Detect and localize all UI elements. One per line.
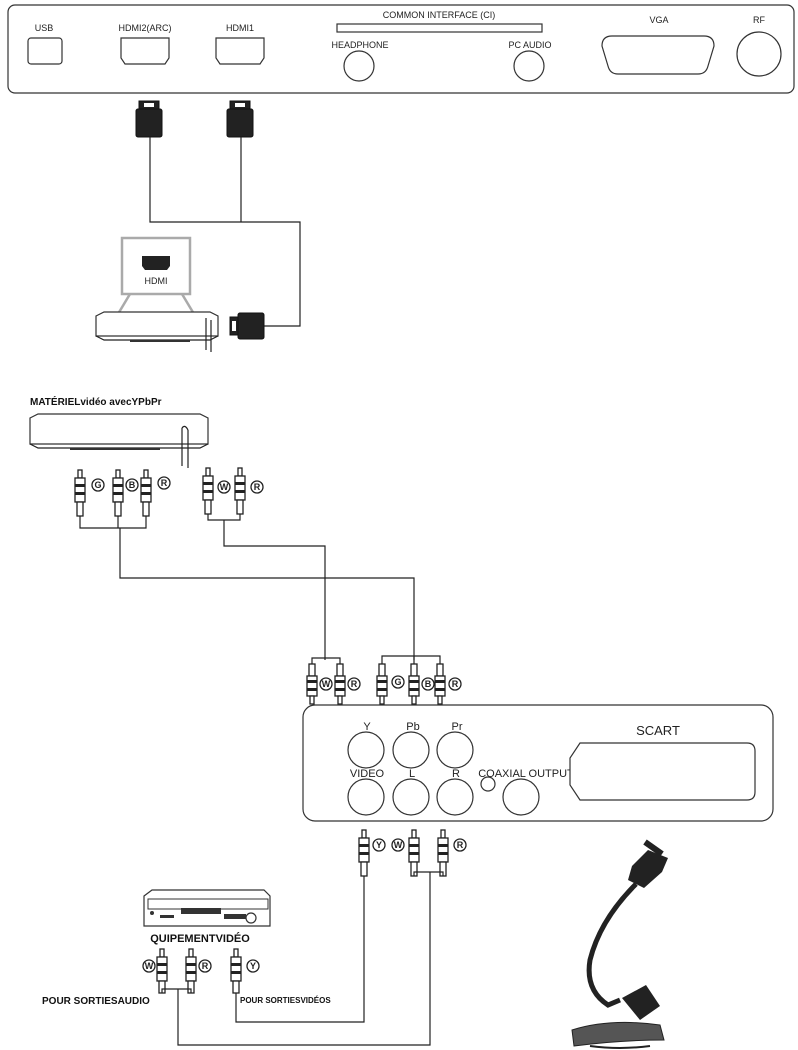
jack-label-g: G — [394, 677, 401, 687]
pr-jack[interactable] — [436, 731, 474, 769]
hdmi-cable — [149, 137, 301, 327]
rca-plug — [306, 663, 318, 705]
jack-label-r: R — [452, 679, 459, 689]
tv-rear-panel-top: USB HDMI2(ARC) HDMI1 COMMON INTERFACE (C… — [7, 4, 795, 94]
jack-label-r: R — [161, 478, 168, 488]
hdmi-source-device: HDMI — [95, 236, 219, 352]
coaxial-output-jack[interactable] — [502, 778, 540, 816]
pc-audio-label: PC AUDIO — [508, 40, 551, 50]
ypbpr-device-title: MATÉRIELvidéo avecYPbPr — [30, 395, 162, 408]
pc-audio-jack[interactable] — [513, 50, 545, 82]
rca-plug — [140, 469, 152, 517]
hdmi-callout-label: HDMI — [145, 276, 168, 286]
jack-label-r: R — [457, 840, 464, 850]
coaxial-output-label: COAXIAL OUTPUT — [478, 768, 574, 780]
lower-plugs: Y W R — [358, 829, 467, 877]
ypbpr-source-device: MATÉRIELvidéo avecYPbPr — [29, 395, 209, 468]
audio-r-jack[interactable] — [436, 778, 474, 816]
y-jack[interactable] — [347, 731, 385, 769]
r-label: R — [452, 768, 460, 780]
rca-plug — [408, 829, 420, 877]
usb-port[interactable] — [27, 37, 63, 65]
jack-label-y: Y — [250, 961, 256, 971]
audio-l-jack[interactable] — [392, 778, 430, 816]
tv-side-panel: Y Pb Pr VIDEO L R COAXIAL OUTPUT SCART — [302, 704, 774, 822]
headphone-jack[interactable] — [343, 50, 375, 82]
hdmi-callout — [120, 236, 192, 296]
rca-plug — [234, 467, 246, 515]
pb-jack[interactable] — [392, 731, 430, 769]
av-plugs: W R Y POUR SORTIESAUDIO POUR SORTIESVIDÉ… — [42, 948, 331, 1007]
hdmi-port-icon — [142, 256, 170, 270]
scart-plug — [628, 850, 668, 888]
scart-cord — [586, 882, 638, 1008]
jack-label-r: R — [351, 679, 358, 689]
av-video-equipment: QUIPEMENTVIDÉO — [143, 889, 271, 945]
hdmi-cables — [135, 100, 301, 340]
video-out-label: POUR SORTIESVIDÉOS — [240, 996, 331, 1005]
hdmi2-label: HDMI2(ARC) — [119, 23, 172, 33]
hdmi2-port[interactable] — [120, 37, 170, 65]
hdmi-plug — [237, 312, 265, 340]
rca-plug — [376, 663, 388, 705]
scart-plug — [622, 985, 660, 1020]
coaxial-led — [480, 776, 496, 792]
ci-slot[interactable] — [336, 23, 543, 33]
av-cables — [161, 876, 431, 1046]
hdmi-device-box — [95, 311, 219, 337]
hdmi-plug — [135, 108, 163, 138]
pb-label: Pb — [406, 721, 419, 733]
av-device-title: QUIPEMENTVIDÉO — [150, 932, 250, 945]
rca-plug — [437, 829, 449, 877]
ypbpr-cables — [79, 514, 415, 660]
jack-label-w: W — [322, 679, 331, 689]
usb-label: USB — [35, 23, 54, 33]
rca-plug — [156, 948, 168, 994]
rca-plug — [408, 663, 420, 705]
rca-plug — [112, 469, 124, 517]
rca-plug — [202, 467, 214, 515]
jack-label-r: R — [254, 482, 261, 492]
rca-plug — [358, 829, 370, 877]
headphone-label: HEADPHONE — [331, 40, 388, 50]
video-jack[interactable] — [347, 778, 385, 816]
rf-label: RF — [753, 15, 765, 25]
hdmi-plug — [226, 108, 254, 138]
ypbpr-video-plugs: G B R — [74, 469, 171, 517]
vga-label: VGA — [649, 15, 668, 25]
vga-port[interactable] — [601, 35, 715, 75]
jack-label-w: W — [220, 482, 229, 492]
jack-label-y: Y — [376, 840, 382, 850]
pr-label: Pr — [452, 721, 463, 733]
rca-plug — [230, 948, 242, 994]
hdmi1-port[interactable] — [215, 37, 265, 65]
mid-audio-plugs: W R — [306, 657, 361, 705]
scart-cable — [571, 839, 668, 1049]
scart-label: SCART — [636, 723, 680, 738]
jack-label-g: G — [94, 480, 101, 490]
l-label: L — [409, 768, 415, 780]
jack-label-r: R — [202, 961, 209, 971]
rca-plug — [434, 663, 446, 705]
jack-label-b: B — [425, 679, 432, 689]
ypbpr-device-box — [29, 413, 209, 445]
jack-label-w: W — [394, 840, 403, 850]
rca-plug — [185, 948, 197, 994]
rca-plug — [334, 663, 346, 705]
hdmi1-label: HDMI1 — [226, 23, 254, 33]
mid-video-plugs: G B R — [376, 655, 462, 705]
ci-label: COMMON INTERFACE (CI) — [383, 10, 496, 20]
video-label: VIDEO — [350, 768, 385, 780]
y-label: Y — [363, 721, 371, 733]
ypbpr-audio-plugs: W R — [202, 467, 264, 515]
rca-plug — [74, 469, 86, 517]
jack-label-w: W — [145, 961, 154, 971]
audio-out-label: POUR SORTIESAUDIO — [42, 996, 150, 1007]
jack-label-b: B — [129, 480, 136, 490]
rf-jack[interactable] — [736, 31, 782, 77]
scart-port[interactable] — [569, 742, 756, 801]
